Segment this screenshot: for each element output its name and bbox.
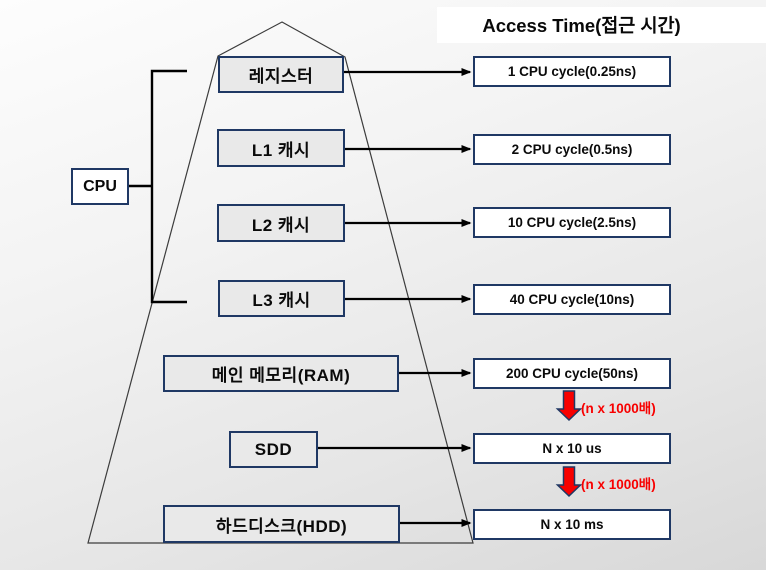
- level-box-register: 레지스터: [218, 56, 344, 93]
- multiplier-label-1: (n x 1000배): [581, 401, 656, 416]
- access-time-l2-cache: 10 CPU cycle(2.5ns): [473, 207, 671, 238]
- multiplier-down-arrow-1: [555, 390, 583, 422]
- multiplier-down-arrow-2: [555, 466, 583, 498]
- level-box-hdd: 하드디스크(HDD): [163, 505, 400, 543]
- level-box-main-memory: 메인 메모리(RAM): [163, 355, 399, 392]
- access-time-hdd: N x 10 ms: [473, 509, 671, 540]
- access-time-l3-cache: 40 CPU cycle(10ns): [473, 284, 671, 315]
- access-time-title: Access Time(접근 시간): [437, 7, 766, 43]
- access-time-l1-cache: 2 CPU cycle(0.5ns): [473, 134, 671, 165]
- cpu-bracket: [150, 69, 187, 304]
- level-box-l2-cache: L2 캐시: [217, 204, 345, 242]
- level-box-l1-cache: L1 캐시: [217, 129, 345, 167]
- access-time-main-memory: 200 CPU cycle(50ns): [473, 358, 671, 389]
- level-box-l3-cache: L3 캐시: [218, 280, 345, 317]
- access-time-sdd: N x 10 us: [473, 433, 671, 464]
- cpu-box: CPU: [71, 168, 129, 205]
- pyramid-outline: [87, 21, 474, 544]
- level-box-sdd: SDD: [229, 431, 318, 468]
- multiplier-label-2: (n x 1000배): [581, 477, 656, 492]
- access-time-register: 1 CPU cycle(0.25ns): [473, 56, 671, 87]
